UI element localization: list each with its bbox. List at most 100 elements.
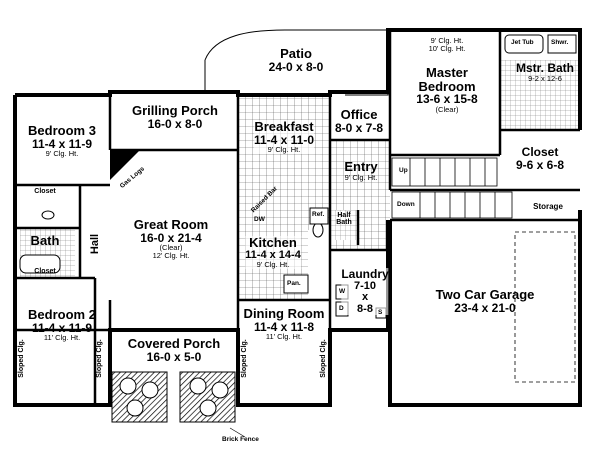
interior-walls [15,30,580,405]
master-bedroom-label: Master Bedroom 13-6 x 15-8 (Clear) [416,66,477,114]
bath-name: Bath [30,233,60,248]
great-room-clear: (Clear) [159,243,183,253]
garage-door-outline [514,231,576,383]
refrigerator [309,207,329,225]
covered-porch-dims: 16-0 x 5-0 [146,349,202,364]
half-bath-floor [330,210,358,240]
shower [547,34,577,54]
kitchen-name: Kitchen [249,235,297,250]
bedroom3-label: Bedroom 3 11-4 x 11-9 9' Clg. Ht. [28,124,96,158]
laundry-dims3: 8-8 [357,302,373,315]
bedroom3-ceiling: 9' Clg. Ht. [45,149,79,159]
entry-name: Entry [344,159,378,174]
laundry-dims1: 7-10 [353,279,377,292]
up-label: Up [399,167,408,174]
patio-label: Patio 24-0 x 8-0 [269,47,324,73]
kitchen-label: Kitchen 11-4 x 14-4 9' Clg. Ht. [245,235,301,270]
patio-outline [204,29,389,96]
master-bedroom-dims: 13-6 x 15-8 [416,92,478,107]
shrubs [119,377,229,417]
great-room-name: Great Room [133,217,209,232]
dining-room-ceiling: 11' Clg. Ht. [265,332,303,342]
master-bedroom-name1: Master [426,65,468,80]
stairs [391,157,513,219]
dw-label: DW [254,216,265,223]
garage-name: Two Car Garage [435,287,535,302]
brick-fence-label: Brick Fence [222,436,259,443]
closet-upper-label: Closet [34,188,55,195]
dining-room-label: Dining Room 11-4 x 11-8 11' Clg. Ht. [244,307,325,341]
half-bath-name1: Half [337,212,351,219]
sloped-clg-bedroom2-left: Sloped Clg. [17,339,25,378]
master-bath-floor [500,60,580,130]
master-ceiling-label: 9' Clg. Ht. 10' Clg. Ht. [429,37,466,53]
kitchen-ceiling: 9' Clg. Ht. [256,260,290,270]
ref-label: Ref. [312,211,325,218]
laundry-label: Laundry 7-10 x 8-8 [341,267,389,316]
laundry-dims2: x [361,291,369,304]
bedroom2-dims: 11-4 x 11-9 [31,320,93,335]
great-room-dims: 16-0 x 21-4 [140,230,202,245]
master-bath-dims: 9-2 x 12-6 [528,73,562,83]
master-closet-label: Closet 9-6 x 6-8 [516,146,564,171]
laundry-name: Laundry [341,267,389,281]
storage-label: Storage [533,202,563,211]
covered-porch-label: Covered Porch 16-0 x 5-0 [128,337,220,363]
sloped-clg-bedroom2-right: Sloped Clg. [95,339,103,378]
breakfast-name: Breakfast [254,119,314,134]
master-ceiling-9: 9' Clg. Ht. [430,36,464,45]
washer-label: W [339,288,346,295]
grilling-porch-label: Grilling Porch 16-0 x 8-0 [132,104,218,130]
bathtub [19,254,61,274]
bath-label: Bath [31,234,60,248]
closet-lower-label: Closet [34,268,55,275]
closet-lower-name: Closet [34,268,56,275]
jet-tub [504,34,544,54]
master-bedroom-name2: Bedroom [418,78,476,94]
pantry [283,274,309,294]
bedroom3-dims: 11-4 x 11-9 [31,136,93,151]
master-bedroom-clear: (Clear) [435,104,459,114]
covered-porch-name: Covered Porch [127,336,221,351]
breakfast-dims: 11-4 x 11-0 [253,132,315,147]
great-room-label: Great Room 16-0 x 21-4 (Clear) 12' Clg. … [134,218,208,260]
master-bath-name: Mstr. Bath [515,61,575,75]
storage-name: Storage [533,202,563,211]
bedroom2-ceiling: 11' Clg. Ht. [43,333,81,343]
down-label: Down [397,201,415,208]
dining-room-name: Dining Room [243,306,325,321]
great-room-ceiling: 12' Clg. Ht. [152,251,190,261]
master-closet-name: Closet [521,145,559,159]
laundry-sink-label: S [378,309,383,316]
garage-label: Two Car Garage 23-4 x 21-0 [436,288,535,314]
entry-ceiling: 9' Clg. Ht. [344,172,378,182]
pantry-label: Pan. [287,280,301,287]
office-dims: 8-0 x 7-8 [334,120,384,135]
master-bath-label: Mstr. Bath 9-2 x 12-6 [516,62,574,82]
master-closet-dims: 9-6 x 6-8 [515,157,565,172]
grilling-porch-name: Grilling Porch [132,103,218,118]
garage-dims: 23-4 x 21-0 [454,300,516,315]
closet-upper-name: Closet [34,188,56,195]
shower-label: Shwr. [551,39,569,46]
bedroom2-label: Bedroom 2 11-4 x 11-9 11' Clg. Ht. [28,308,96,342]
patio-dims: 24-0 x 8-0 [268,59,324,74]
bedroom3-name: Bedroom 3 [28,123,96,138]
half-bath-name2: Bath [336,219,352,227]
office-name: Office [340,107,378,122]
patio-name: Patio [280,46,312,61]
entry-floor [330,140,390,190]
breakfast-ceiling: 9' Clg. Ht. [267,145,301,155]
dryer-label: D [339,305,344,312]
master-ceiling-10: 10' Clg. Ht. [428,43,466,53]
kitchen-sink [312,222,324,238]
kitchen-dims: 11-4 x 14-4 [245,248,301,261]
office-label: Office 8-0 x 7-8 [335,108,383,134]
toilet [41,210,55,220]
fireplace [110,150,140,180]
dining-room-dims: 11-4 x 11-8 [253,319,315,334]
breakfast-label: Breakfast 11-4 x 11-0 9' Clg. Ht. [253,119,315,155]
jet-tub-label: Jet Tub [511,39,534,46]
entry-label: Entry 9' Clg. Ht. [344,160,377,182]
brick-fence-leader [229,427,246,438]
